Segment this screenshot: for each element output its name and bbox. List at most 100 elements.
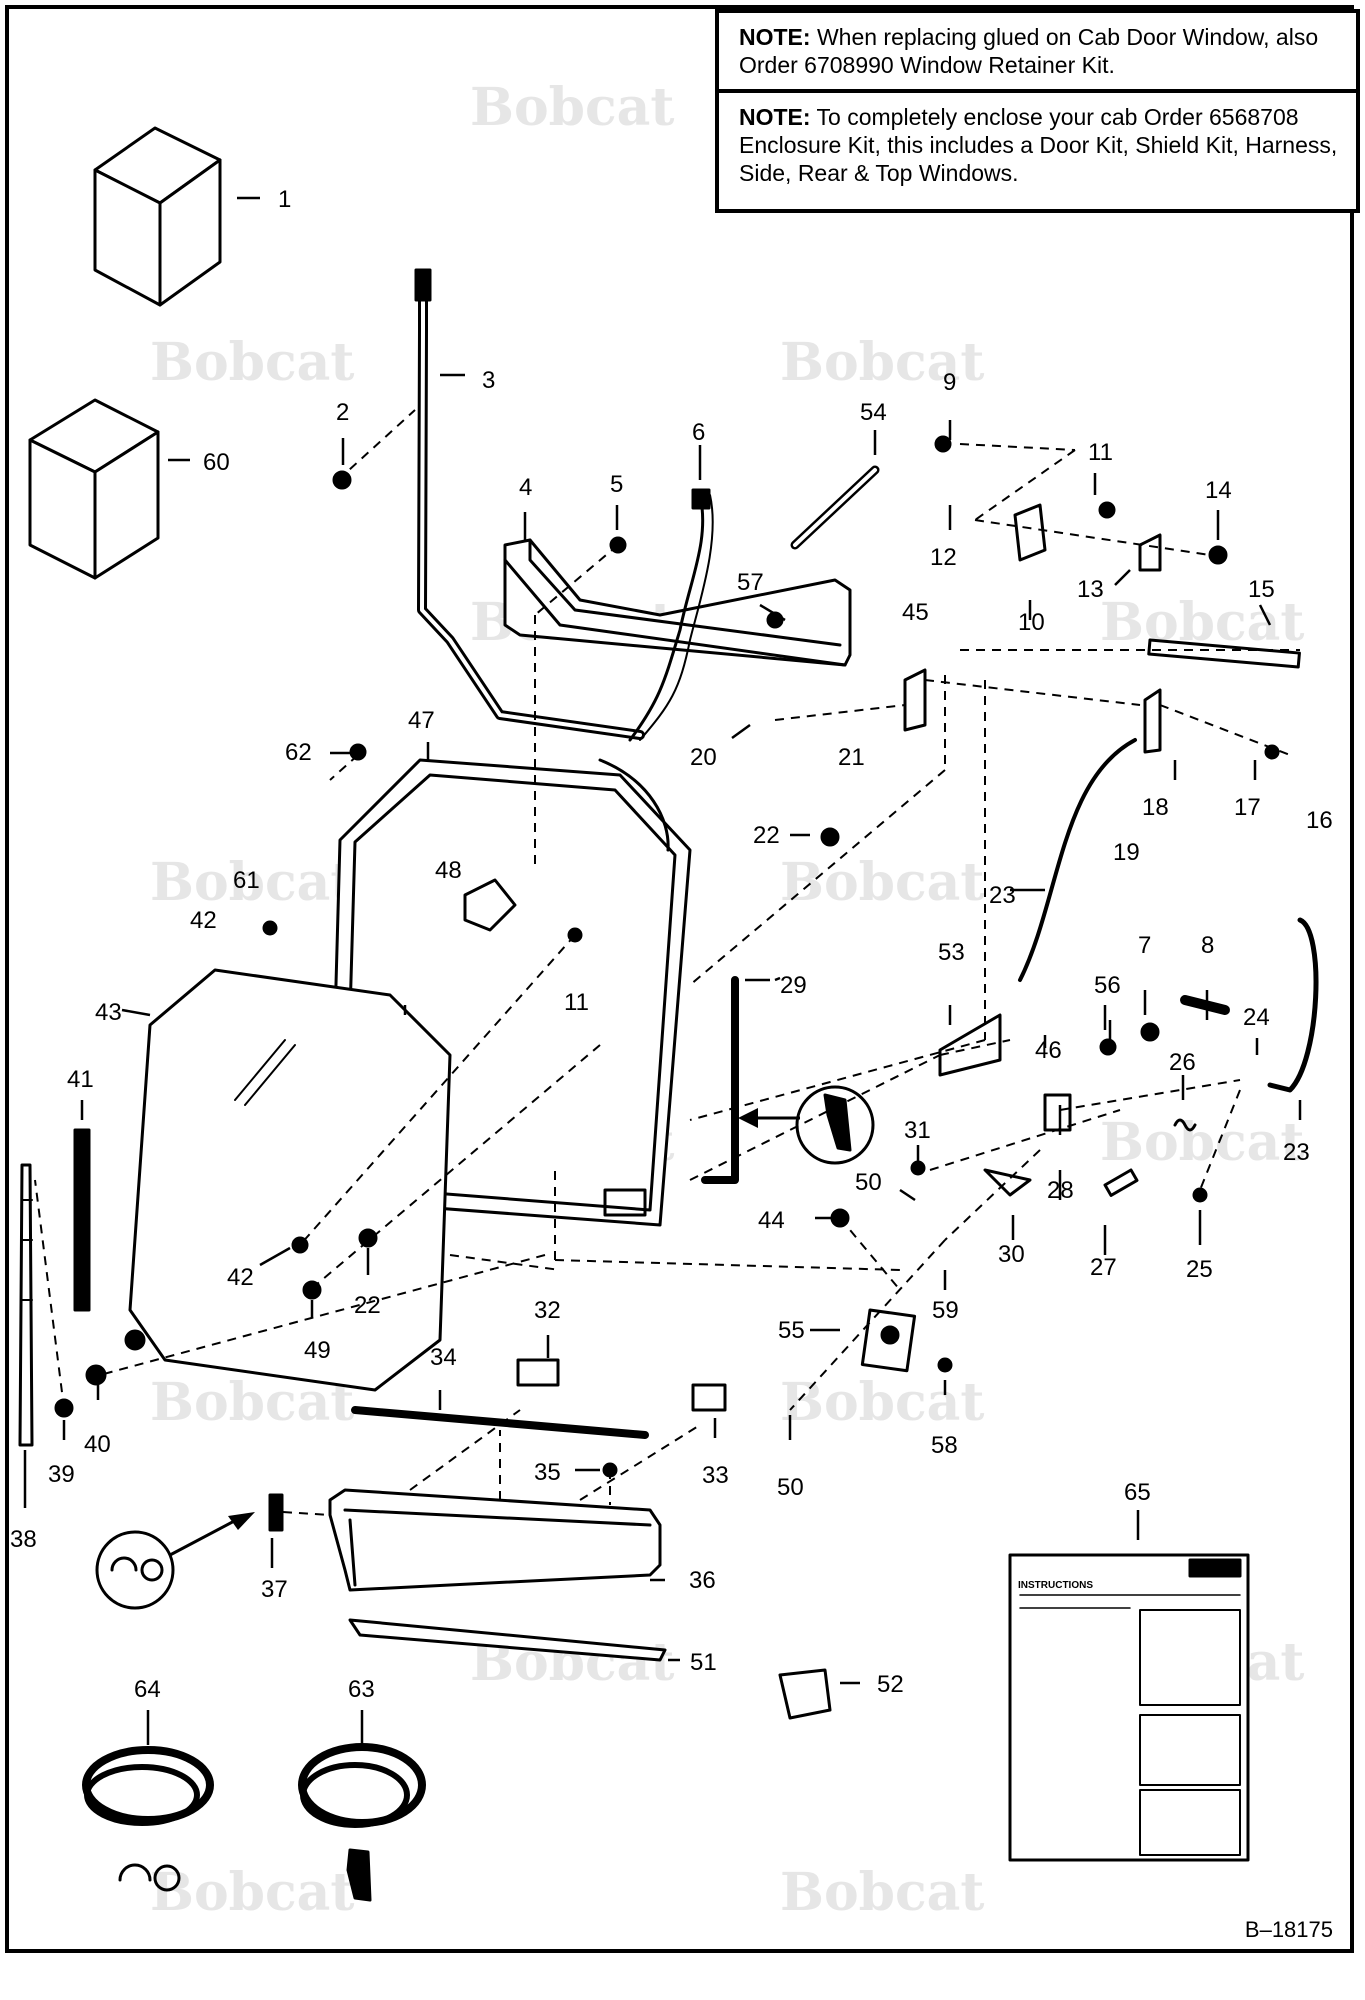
callout-24: 24 xyxy=(1243,1004,1270,1031)
callout-20: 20 xyxy=(690,744,717,771)
bumper-37 xyxy=(268,1493,284,1532)
callout-15: 15 xyxy=(1248,576,1275,603)
callout-59: 59 xyxy=(932,1297,959,1324)
callout-23: 23 xyxy=(1283,1139,1310,1166)
callout-51: 51 xyxy=(690,1649,717,1676)
note-enclosure-kit: NOTE: To completely enclose your cab Ord… xyxy=(715,89,1360,213)
latch-rod xyxy=(1018,738,1137,982)
callout-23: 23 xyxy=(989,882,1016,909)
callout-11: 11 xyxy=(1088,439,1113,466)
note-window-retainer: NOTE: When replacing glued on Cab Door W… xyxy=(715,9,1360,93)
spring xyxy=(1173,1118,1197,1132)
bracket-18 xyxy=(1143,688,1162,754)
callout-36: 36 xyxy=(689,1567,716,1594)
callout-19: 19 xyxy=(1113,839,1140,866)
callout-42: 42 xyxy=(227,1264,254,1291)
cab-frame-bracket xyxy=(503,538,852,667)
decal-33 xyxy=(691,1383,727,1412)
callout-50: 50 xyxy=(855,1169,882,1196)
callout-29: 29 xyxy=(780,972,807,999)
callout-38: 38 xyxy=(10,1526,37,1553)
callout-12: 12 xyxy=(930,544,957,571)
pin xyxy=(1103,1168,1139,1197)
callout-21: 21 xyxy=(838,744,865,771)
instructions-heading: INSTRUCTIONS xyxy=(1018,1580,1093,1591)
callout-50: 50 xyxy=(777,1474,804,1501)
callout-5: 5 xyxy=(610,471,623,498)
note-label: NOTE: xyxy=(739,104,811,130)
callout-58: 58 xyxy=(931,1432,958,1459)
shield-seal xyxy=(348,1618,667,1662)
assembly-lines xyxy=(34,409,1300,1516)
watermark: Bobcat xyxy=(780,332,984,393)
lower-shield xyxy=(328,1488,662,1592)
callout-63: 63 xyxy=(348,1676,375,1703)
callout-48: 48 xyxy=(435,857,462,884)
callout-1: 1 xyxy=(278,186,291,213)
callout-55: 55 xyxy=(778,1317,805,1344)
latch-cam xyxy=(983,1168,1032,1197)
callout-35: 35 xyxy=(534,1459,561,1486)
note-text: When replacing glued on Cab Door Window,… xyxy=(739,24,1319,78)
callout-53: 53 xyxy=(938,939,965,966)
seal-strip xyxy=(351,1406,649,1439)
callout-26: 26 xyxy=(1169,1049,1196,1076)
bracket-21 xyxy=(903,668,927,732)
watermark: Bobcat xyxy=(1100,592,1304,653)
callout-44: 44 xyxy=(758,1207,785,1234)
callout-17: 17 xyxy=(1234,794,1261,821)
wiper-blade-41 xyxy=(73,1128,91,1312)
callout-40: 40 xyxy=(84,1431,111,1458)
callout-27: 27 xyxy=(1090,1254,1117,1281)
callout-16: 16 xyxy=(1306,807,1333,834)
callout-64: 64 xyxy=(134,1676,161,1703)
bracket-10 xyxy=(1013,503,1047,562)
callout-22: 22 xyxy=(354,1292,381,1319)
seal-profile-64 xyxy=(118,1863,181,1892)
callout-42: 42 xyxy=(190,907,217,934)
latch-rod-upper xyxy=(1267,917,1319,1093)
callout-14: 14 xyxy=(1205,477,1232,504)
decal-32 xyxy=(516,1358,560,1387)
box-part-1 xyxy=(93,126,222,307)
callout-45: 45 xyxy=(902,599,929,626)
callout-9: 9 xyxy=(943,369,956,396)
callout-57: 57 xyxy=(737,569,764,596)
callout-6: 6 xyxy=(692,419,705,446)
watermark: Bobcat xyxy=(150,1862,354,1923)
callout-34: 34 xyxy=(430,1344,457,1371)
watermark: Bobcat xyxy=(780,1862,984,1923)
callout-60: 60 xyxy=(203,449,230,476)
watermark: Bobcat xyxy=(1100,1112,1304,1173)
callout-32: 32 xyxy=(534,1297,561,1324)
callout-4: 4 xyxy=(519,474,532,501)
document-id: B–18175 xyxy=(1244,1917,1333,1942)
callout-54: 54 xyxy=(860,399,887,426)
hinge-bracket xyxy=(938,1013,1002,1077)
door-latch-48 xyxy=(463,878,517,932)
instruction-card xyxy=(1008,1553,1250,1862)
wiring-harness xyxy=(628,493,705,742)
watermark: Bobcat xyxy=(780,852,984,913)
callout-62: 62 xyxy=(285,739,312,766)
seal-profile-63 xyxy=(346,1848,372,1902)
callout-33: 33 xyxy=(702,1462,729,1489)
callout-39: 39 xyxy=(48,1461,75,1488)
callout-31: 31 xyxy=(904,1117,931,1144)
block-52 xyxy=(778,1668,832,1720)
note-text: To completely enclose your cab Order 656… xyxy=(739,104,1338,186)
callout-8: 8 xyxy=(1201,932,1214,959)
callout-18: 18 xyxy=(1142,794,1169,821)
control-cable xyxy=(417,270,645,740)
harness-connector xyxy=(691,488,711,510)
leader-lines xyxy=(23,196,1302,1745)
watermark: Bobcat xyxy=(150,852,354,913)
callout-3: 3 xyxy=(482,367,495,394)
callout-2: 2 xyxy=(336,399,349,426)
callout-43: 43 xyxy=(95,999,122,1026)
callout-61: 61 xyxy=(233,867,260,894)
note-label: NOTE: xyxy=(739,24,811,50)
detail-arrows xyxy=(169,1116,800,1557)
cable-end-fitting xyxy=(414,268,432,302)
